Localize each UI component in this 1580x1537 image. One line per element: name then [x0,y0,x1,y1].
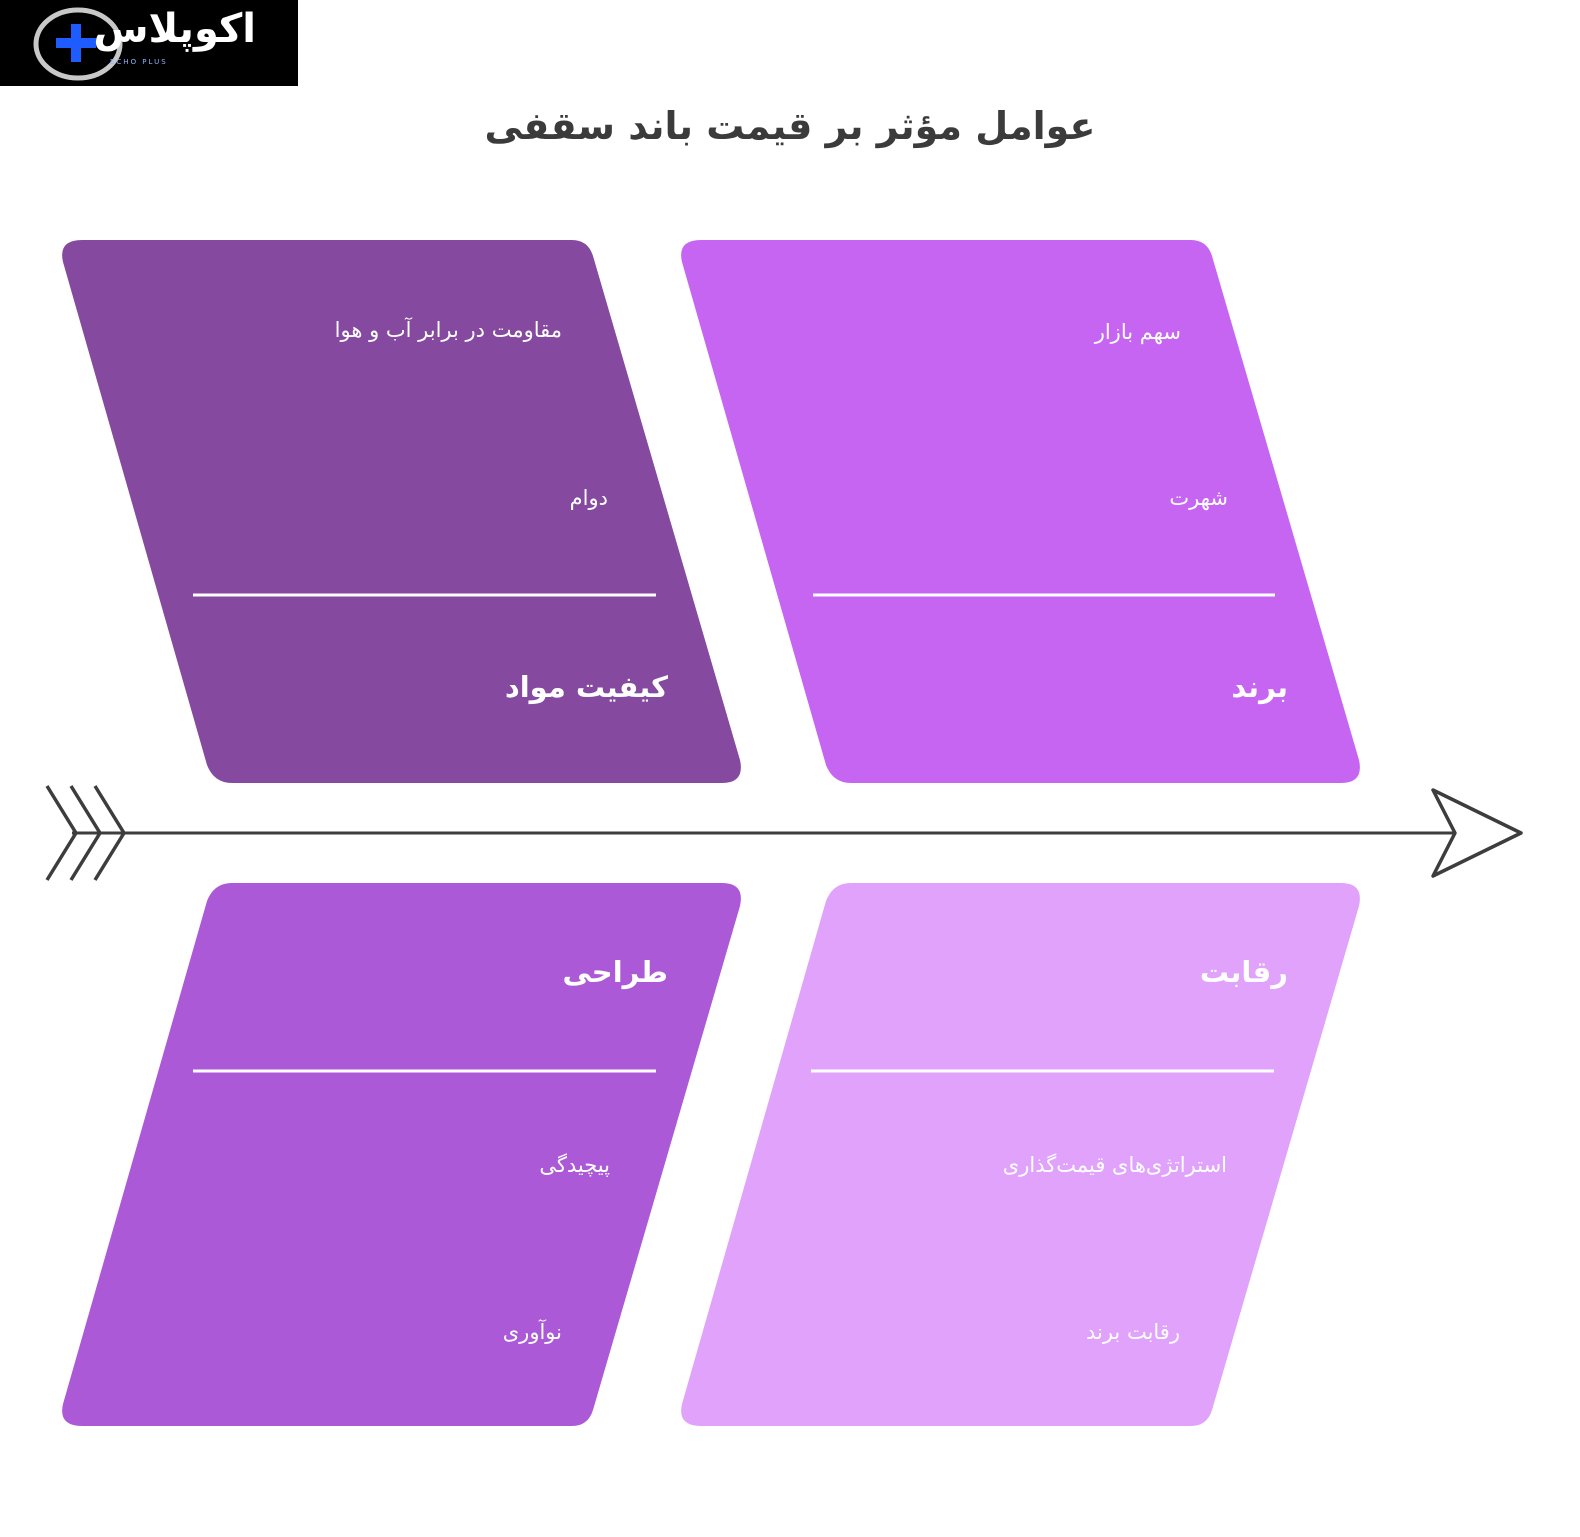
card-material-quality [62,240,741,783]
logo-swoosh-icon [33,7,123,81]
factor-complexity: پیچیدگی [539,1153,610,1177]
category-competition: رقابت [1199,955,1288,989]
logo-text: اکوپلاس [93,6,256,52]
logo: اکوپلاس ECHO PLUS [0,0,298,86]
factor-brand-competition: رقابت برند [1085,1320,1180,1344]
factor-reputation: شهرت [1169,486,1228,510]
card-brand [681,240,1360,783]
category-design: طراحی [562,955,668,989]
factor-pricing-strategies: استراتژی‌های قیمت‌گذاری [1002,1153,1227,1177]
arrowhead-icon [1431,788,1523,878]
category-brand: برند [1231,670,1288,704]
fishbone-spine [45,785,1523,881]
card-design [62,883,741,1426]
diagram-title: عوامل مؤثر بر قیمت باند سقفی [484,104,1096,148]
category-material-quality: کیفیت مواد [504,670,668,704]
factor-weather-resistance: مقاومت در برابر آب و هوا [334,318,562,342]
card-competition [681,883,1360,1426]
factor-market-share: سهم بازار [1094,320,1181,344]
factor-innovation: نوآوری [502,1320,562,1344]
factor-durability: دوام [569,486,608,510]
logo-subtext: ECHO PLUS [110,58,168,66]
